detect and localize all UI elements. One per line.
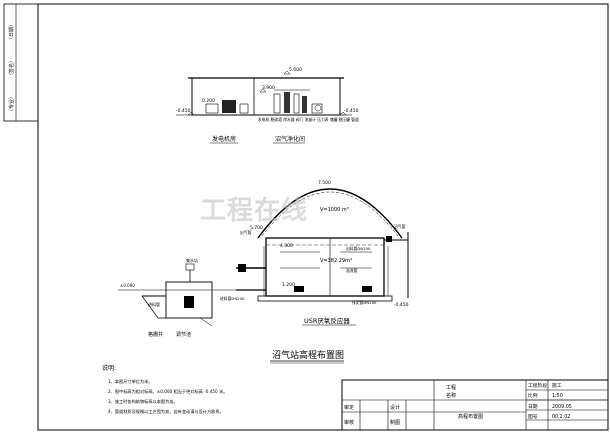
inlet-pits: [118, 263, 236, 327]
tb-stage-label: 工程阶段: [528, 382, 547, 389]
top-elev-roof: 5.000: [289, 67, 302, 73]
tb-scale-value: 1:50: [552, 393, 563, 399]
drawing-title: 沼气站高程布置图: [272, 349, 344, 361]
reactor-note-3: 排泥管DN100: [352, 300, 377, 305]
tb-review-label: 审核: [344, 419, 354, 426]
title-block: [341, 379, 609, 431]
tb-date-value: 2009.05: [552, 404, 572, 410]
tb-drawing-name: 高程布置图: [458, 413, 483, 420]
watermark: 工程在线: [200, 196, 309, 226]
caption-generator-room: 发电机房: [212, 135, 236, 143]
tb-date-label: 日期: [528, 404, 538, 410]
tb-design-label: 设计: [390, 404, 400, 411]
top-elev-left: -0.450: [176, 108, 191, 114]
reactor-elev-3: 4.300: [280, 243, 293, 249]
pit-caption-right: 调节池: [176, 331, 191, 338]
note-2: 2、图中标高为相对标高，±0.000 相当于绝对标高 -0.450 米。: [108, 388, 227, 395]
pit-note-1: 进料管: [148, 301, 160, 307]
reactor-note-1: 进料管DN200: [220, 296, 245, 301]
reactor-elev-5: -0.450: [394, 302, 409, 308]
reactor-volume-top: V=1000 m³: [320, 207, 349, 213]
left-margin-strip: [3, 3, 39, 122]
reactor-note-5: 溢流管: [346, 268, 358, 273]
reactor-elev-4: 1.200: [282, 282, 295, 288]
note-4: 4、管道材质及规格以工艺图为准，若有变动请与设计方联系。: [108, 408, 224, 415]
reactor-note-2: 出料管DN150: [346, 246, 371, 251]
tb-number-value: 00.2.02: [552, 414, 570, 420]
tb-project-label: 工程: [446, 384, 456, 391]
tb-number-label: 图号: [528, 414, 538, 420]
top-elev-mid: 3.900: [262, 85, 275, 91]
tb-draw-label: 制图: [390, 419, 400, 426]
top-elev-right: -0.450: [344, 108, 359, 114]
pit-elev: ±0.000: [120, 283, 135, 288]
reactor-note-4: 沼气管: [394, 224, 406, 229]
side-label-date: （日期）: [9, 22, 15, 42]
reactor-note-0: 出气管: [240, 230, 252, 235]
reactor-elev-2: 5.700: [250, 225, 263, 231]
tb-scale-label: 比例: [528, 392, 538, 399]
top-bottom-note: 发电机 脱硫塔 除水器 阀门 流量计 压力表 储罐 稳压罐 管道: [258, 117, 359, 122]
caption-usr-reactor: USR厌氧反应器: [304, 316, 350, 325]
tb-stage-value: 施工: [552, 382, 562, 389]
reactor-elev-top: 7.500: [318, 180, 331, 186]
side-label-major: （专业）: [8, 94, 15, 114]
tb-approve-label: 审定: [344, 404, 354, 411]
note-3: 3、施工时各构筑物标高以本图为准。: [108, 398, 178, 405]
caption-purification-room: 沼气净化间: [275, 135, 305, 143]
usr-reactor: [236, 188, 409, 302]
pit-note-0: 集水坑: [186, 257, 198, 263]
notes-heading: 说明:: [102, 364, 116, 372]
pit-caption-left: 格栅井: [148, 331, 163, 338]
tb-name-label: 名称: [446, 392, 456, 399]
side-label-sign: （签名）: [8, 58, 15, 78]
reactor-volume-bottom: V=382.29m³: [320, 258, 352, 264]
top-elev-floor: 0.200: [202, 98, 215, 104]
top-building: [176, 70, 352, 116]
note-1: 1、本图尺寸单位为米。: [108, 378, 153, 385]
outer-border: [37, 3, 609, 431]
